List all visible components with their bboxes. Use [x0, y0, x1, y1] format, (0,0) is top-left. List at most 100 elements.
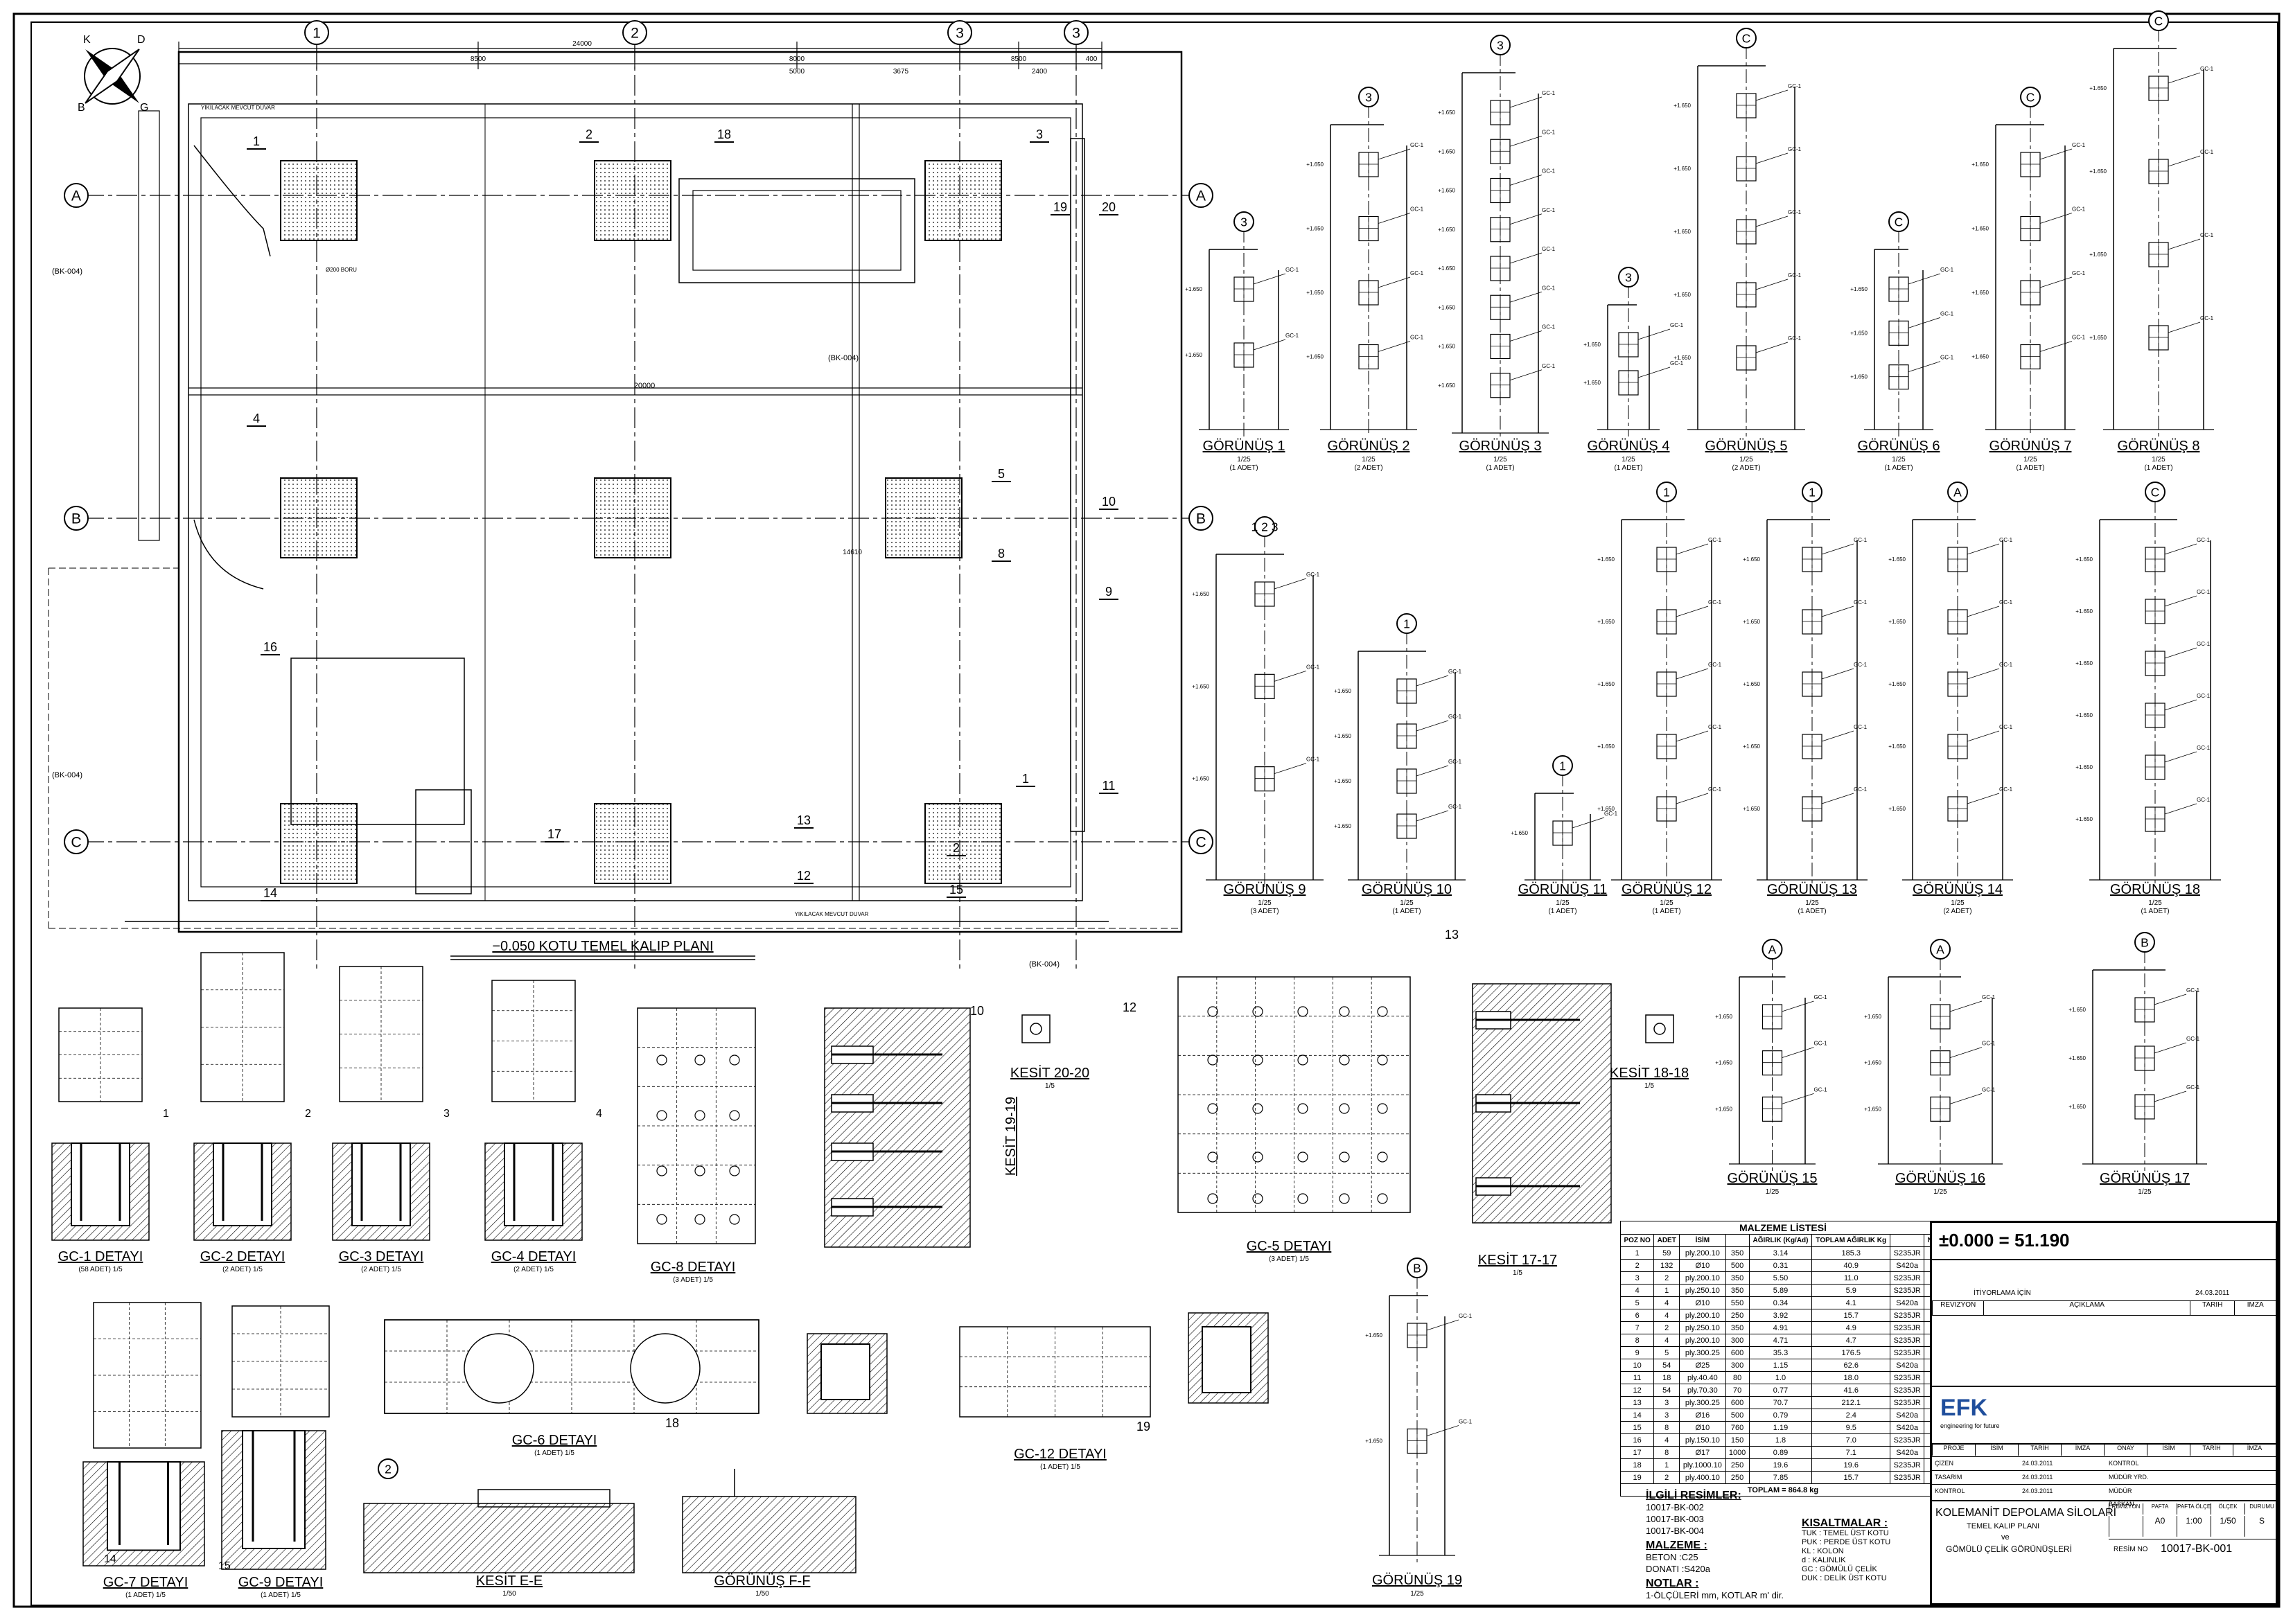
plate-tag: GC-1	[1854, 537, 1868, 543]
table-cell: 11.0	[1811, 1271, 1891, 1285]
drawing-line	[1967, 543, 2000, 555]
revision-header-cell: TARİH	[2190, 1301, 2234, 1315]
table-cell: 14	[1619, 1409, 1655, 1422]
pile-cap	[280, 477, 358, 558]
bolt-hole	[1207, 1103, 1218, 1114]
material-list-title: MALZEME LİSTESİ	[1620, 1221, 1946, 1235]
plate-tag: GC-1	[2072, 206, 2086, 213]
table-cell: 35.3	[1748, 1346, 1813, 1359]
plate-tag: GC-1	[2072, 335, 2086, 341]
detail-subtitle: 1/5	[1644, 1082, 1654, 1090]
plate-tag: GC-1	[1708, 537, 1722, 543]
grid-bubble-label: 1	[1663, 485, 1670, 499]
pile-cap	[924, 803, 1002, 884]
table-cell: S235JR	[1890, 1321, 1925, 1334]
dimension-text: 400	[1086, 55, 1098, 63]
plate-tag: GC-1	[1854, 599, 1868, 606]
pipe-opening	[630, 1333, 701, 1404]
section-mark: 18	[717, 127, 731, 141]
table-cell: S420a	[1890, 1359, 1925, 1372]
drawing-number: 10017-BK-001	[2161, 1543, 2233, 1555]
detail-number: 18	[665, 1416, 679, 1430]
grid-bubble-label: C	[71, 834, 81, 851]
view-quantity: (1 ADET)	[1614, 464, 1642, 472]
plate-tag: GC-1	[1788, 209, 1802, 215]
grid-bubble	[1656, 482, 1677, 502]
grid-bubble	[2020, 87, 2041, 107]
detail-number: 3	[443, 1108, 450, 1120]
table-cell: 1.8	[1748, 1433, 1813, 1447]
bolt-hole	[729, 1110, 740, 1121]
detail-subtitle: 1/50	[755, 1590, 769, 1598]
plate-tag: GC-1	[1854, 724, 1868, 730]
drawing-line	[1274, 670, 1307, 682]
table-cell: 15.7	[1811, 1309, 1891, 1322]
detail-subtitle: (2 ADET) 1/5	[222, 1266, 263, 1273]
table-cell: 17	[1619, 1446, 1655, 1459]
section-mark: 16	[263, 640, 277, 654]
level-tag: +1.650	[1888, 681, 1906, 687]
detail-title: GC-6 DETAYI	[512, 1433, 597, 1448]
level-tag: +1.650	[1306, 290, 1324, 296]
table-cell: 16	[1619, 1433, 1655, 1447]
grid-bubble	[1233, 211, 1254, 232]
grid-bubble-label: 3	[1497, 38, 1504, 52]
abbreviations-title: KISALTMALAR :	[1802, 1517, 1888, 1529]
grid-bubble-label: C	[2026, 90, 2035, 104]
view-title: GÖRÜNÜŞ 5	[1705, 439, 1788, 454]
drawing-line	[1755, 342, 1789, 353]
detail-title: KESİT 18-18	[1610, 1065, 1689, 1081]
pipe-label: Ø200 BORU	[326, 267, 357, 273]
plate-tag: GC-1	[1708, 662, 1722, 668]
drawing-line	[2168, 321, 2201, 333]
section-mark: 5	[998, 467, 1005, 481]
grid-bubble-label: 1	[1809, 485, 1816, 499]
grid-bubble	[1947, 482, 1968, 502]
section-mark: 12	[797, 869, 811, 883]
section-mark: 1	[1022, 772, 1029, 786]
level-tag: +1.650	[1597, 743, 1615, 750]
level-tag: +1.650	[2075, 608, 2093, 615]
level-tag: +1.650	[1185, 352, 1202, 358]
level-tag: +1.650	[1850, 330, 1868, 336]
view-scale: 1/25	[1556, 899, 1570, 907]
drawing-line	[1821, 730, 1854, 742]
level-tag: +1.650	[1583, 342, 1601, 348]
drawing-line	[1416, 810, 1449, 822]
pile-cap-outline	[280, 803, 358, 884]
revision-header-cell: İMZA	[2234, 1301, 2276, 1315]
revision-note: İTİYORLAMA İÇİN	[1974, 1289, 2031, 1297]
pit-wall	[678, 178, 915, 283]
table-cell: Ø10	[1679, 1296, 1726, 1309]
drawing-line	[1967, 793, 2000, 804]
plate-tag: GC-1	[1788, 146, 1802, 152]
sheet-info-header-cell: DURUMU	[2244, 1503, 2278, 1515]
table-cell: ply.70.30	[1679, 1384, 1726, 1397]
drawing-line	[1908, 317, 1941, 328]
drawing-line	[2164, 647, 2197, 659]
bolt-hole	[729, 1054, 740, 1066]
abbreviation-item: GC : GÖMÜLÜ ÇELİK	[1802, 1565, 1877, 1573]
table-cell: 3	[1619, 1271, 1655, 1285]
grid-bubble	[622, 20, 647, 45]
signature-header-cell: İSİM	[2147, 1445, 2190, 1456]
level-tag: +1.650	[1597, 681, 1615, 687]
view-quantity: (1 ADET)	[2016, 464, 2044, 472]
section-hatch	[363, 1503, 635, 1573]
approval-role: BAŞKAN	[2109, 1501, 2134, 1508]
table-cell: 62.6	[1811, 1359, 1891, 1372]
view-scale: 1/25	[1258, 899, 1272, 907]
rebar-cavity	[107, 1461, 181, 1551]
view-title: GÖRÜNÜŞ 14	[1913, 882, 2003, 897]
plate-tag: GC-1	[1410, 142, 1424, 148]
plate-tag: GC-1	[1982, 994, 1996, 1000]
view-title: GÖRÜNÜŞ 11	[1518, 882, 1608, 897]
plate-tag: GC-1	[1670, 360, 1684, 367]
